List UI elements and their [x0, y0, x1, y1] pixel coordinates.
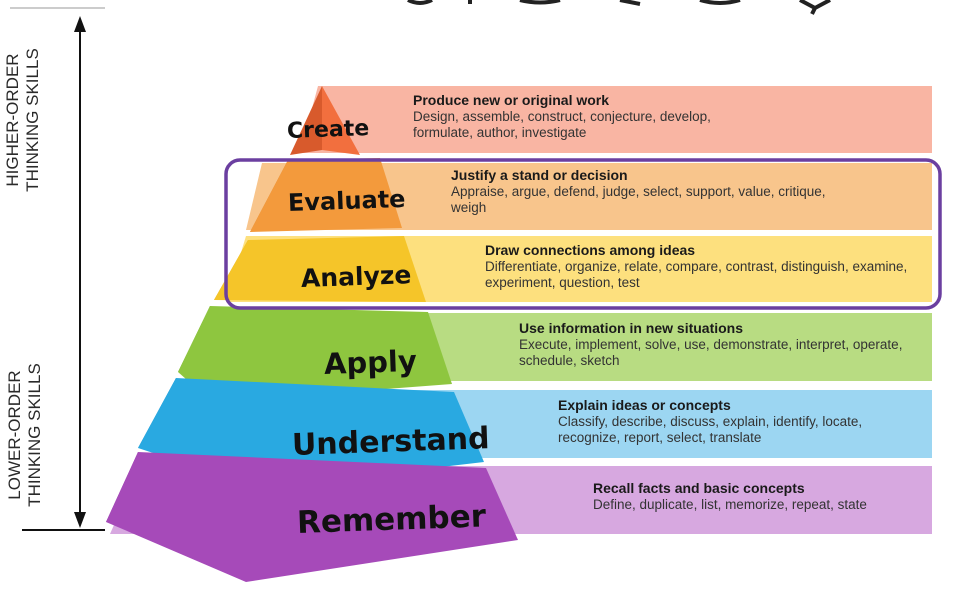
desc-create: Produce new or original work Design, ass… — [413, 92, 773, 141]
desc-analyze-body: Differentiate, organize, relate, compare… — [485, 259, 908, 290]
lower-order-line1: LOWER-ORDER — [5, 370, 24, 500]
tier-create-face — [322, 86, 360, 155]
level-name-understand: Understand — [291, 421, 491, 463]
arrow-down-icon — [74, 512, 86, 528]
lower-order-line2: THINKING SKILLS — [25, 363, 44, 507]
desc-remember-body: Define, duplicate, list, memorize, repea… — [593, 497, 867, 512]
desc-understand-heading: Explain ideas or concepts — [558, 397, 731, 413]
desc-apply: Use information in new situations Execut… — [519, 320, 919, 369]
title-fragment-ink — [407, 0, 831, 15]
tier-create-side — [290, 86, 322, 155]
level-name-apply: Apply — [323, 343, 418, 381]
desc-apply-body: Execute, implement, solve, use, demonstr… — [519, 337, 903, 368]
tier-apply-face — [178, 306, 452, 402]
higher-order-line2: THINKING SKILLS — [23, 48, 42, 192]
desc-understand-body: Classify, describe, discuss, explain, id… — [558, 414, 863, 445]
band-create — [300, 86, 932, 153]
tier-remember-face — [106, 452, 518, 582]
arrow-up-icon — [74, 16, 86, 32]
desc-create-body: Design, assemble, construct, conjecture,… — [413, 109, 711, 140]
level-name-create: Create — [286, 116, 370, 144]
desc-understand: Explain ideas or concepts Classify, desc… — [558, 397, 923, 446]
desc-create-heading: Produce new or original work — [413, 92, 610, 108]
higher-order-label: HIGHER-ORDER THINKING SKILLS — [3, 45, 43, 195]
band-evaluate — [246, 163, 932, 230]
level-name-analyze: Analyze — [300, 260, 412, 293]
desc-evaluate: Justify a stand or decision Appraise, ar… — [451, 167, 841, 216]
lower-order-label: LOWER-ORDER THINKING SKILLS — [5, 360, 45, 510]
desc-analyze: Draw connections among ideas Differentia… — [485, 242, 915, 291]
desc-evaluate-heading: Justify a stand or decision — [451, 167, 628, 183]
tier-analyze-face — [214, 236, 426, 302]
higher-order-line1: HIGHER-ORDER — [3, 53, 22, 187]
tier-evaluate-face — [250, 158, 402, 232]
desc-remember: Recall facts and basic concepts Define, … — [593, 480, 928, 513]
desc-remember-heading: Recall facts and basic concepts — [593, 480, 805, 496]
desc-apply-heading: Use information in new situations — [519, 320, 744, 336]
desc-evaluate-body: Appraise, argue, defend, judge, select, … — [451, 184, 826, 215]
level-name-remember: Remember — [296, 498, 487, 541]
level-name-evaluate: Evaluate — [287, 184, 406, 217]
desc-analyze-heading: Draw connections among ideas — [485, 242, 696, 258]
highlight-box — [224, 158, 942, 310]
